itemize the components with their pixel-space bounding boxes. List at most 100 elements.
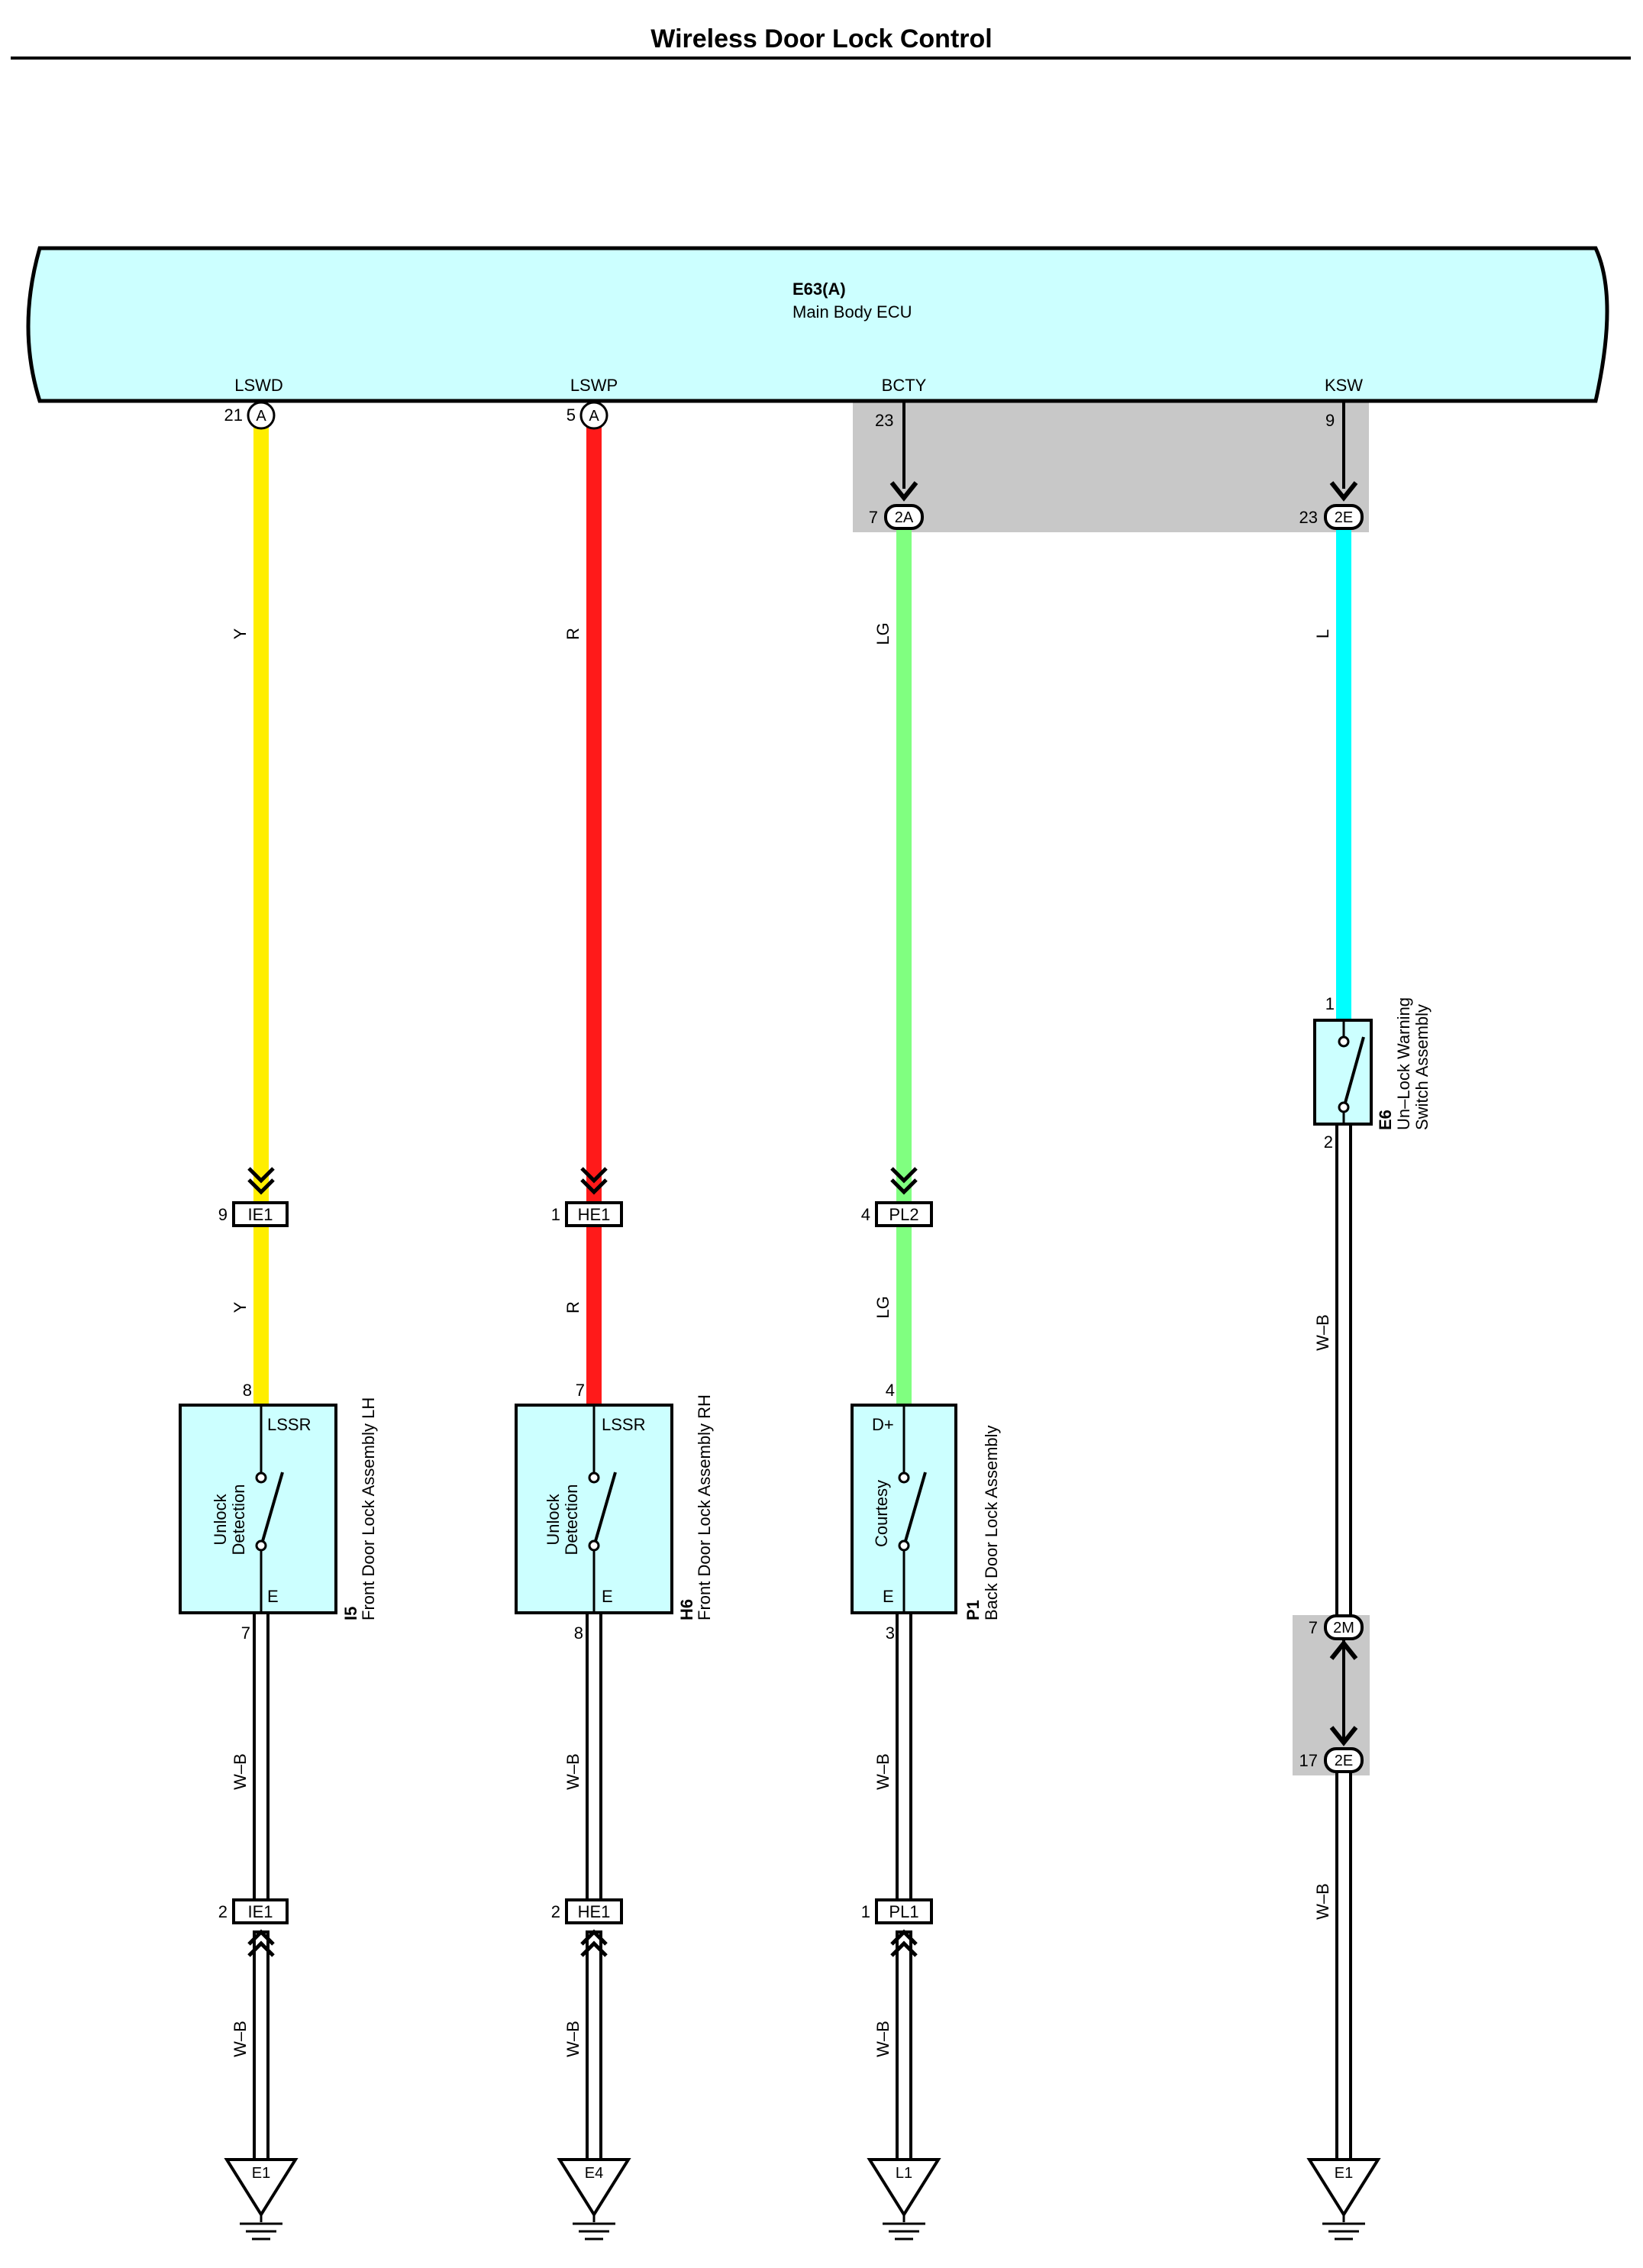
wire-r-lower xyxy=(586,1226,602,1405)
connector-chevrons-he1-bottom xyxy=(580,1929,608,1957)
wire-label-lg-top: LG xyxy=(873,622,893,645)
wire-label-wb2a: W–B xyxy=(563,1753,583,1790)
inline-connector-pl1-code: PL1 xyxy=(889,1902,918,1921)
ground-code-e1-b: E1 xyxy=(1335,2165,1353,2182)
component-h6-function-2: Detection xyxy=(562,1485,581,1556)
switch-blade-h6 xyxy=(594,1472,617,1542)
component-i5-top-terminal: LSSR xyxy=(267,1415,311,1434)
junction-block-top xyxy=(853,401,1369,532)
wire-y-upper xyxy=(253,424,269,1214)
pin-top-i5: 8 xyxy=(243,1381,252,1400)
terminal-lswd: LSWD xyxy=(234,376,283,395)
junction-connector-2a xyxy=(884,504,924,530)
pin-17-2e: 17 xyxy=(1299,1751,1318,1770)
pin-1-pl1: 1 xyxy=(861,1902,870,1921)
pin-top-p1: 4 xyxy=(886,1381,895,1400)
wire-label-wb4a: W–B xyxy=(1313,1314,1332,1351)
connector-chevrons-ie1 xyxy=(247,1167,275,1195)
inline-connector-pl1 xyxy=(875,1898,933,1924)
inline-connector-ie1-top-code: IE1 xyxy=(247,1205,273,1224)
wire-wb-4-lower xyxy=(1335,1770,1352,2163)
ground-code-l1: L1 xyxy=(896,2165,912,2182)
terminal-bcty: BCTY xyxy=(882,376,927,395)
switch-contact-p1-top xyxy=(898,1472,910,1484)
pin-7-2a: 7 xyxy=(869,508,878,527)
inline-connector-pl2 xyxy=(875,1201,933,1227)
pin-21: 21 xyxy=(224,405,243,425)
pin-2-he1: 2 xyxy=(551,1902,560,1921)
wire-wb-3-lower-a xyxy=(896,1611,912,1911)
inline-connector-ie1-top xyxy=(232,1201,289,1227)
junction-connector-2e-code: 2E xyxy=(1335,509,1353,526)
junction-connector-2e xyxy=(1324,504,1364,530)
switch-blade-i5 xyxy=(261,1472,284,1542)
switch-contact-p1-bottom xyxy=(898,1539,910,1552)
ground-triangle-e1-a xyxy=(224,2158,299,2218)
component-p1-bottom-terminal: E xyxy=(883,1587,894,1606)
pin-2-e6: 2 xyxy=(1324,1132,1333,1152)
pin-bottom-i5: 7 xyxy=(241,1623,250,1643)
ground-code-e1-a: E1 xyxy=(252,2165,270,2182)
junction-arrow-2e-bottom xyxy=(1329,1726,1358,1746)
wire-label-wb3b: W–B xyxy=(873,2021,893,2057)
junction-arrow-2e xyxy=(1329,481,1358,502)
junction-connector-2e-bottom-code: 2E xyxy=(1335,1753,1353,1769)
inline-connector-he1-bottom-code: HE1 xyxy=(578,1902,611,1921)
connector-chevrons-ie1-bottom xyxy=(247,1929,275,1957)
ground-symbol-3 xyxy=(883,2215,925,2241)
component-p1-function-1: Courtesy xyxy=(872,1480,891,1547)
pin-bottom-h6: 8 xyxy=(574,1623,583,1643)
switch-blade-p1 xyxy=(904,1472,927,1542)
wire-r-upper xyxy=(586,424,602,1214)
wire-label-y-mid: Y xyxy=(231,1301,250,1313)
switch-e6-name-2: Switch Assembly xyxy=(1412,1004,1432,1130)
junction-connector-2a-code: 2A xyxy=(895,509,914,526)
connector-chevrons-pl2 xyxy=(890,1167,918,1195)
pin-9-ksw: 9 xyxy=(1325,411,1335,430)
wire-label-wb4b: W–B xyxy=(1313,1883,1332,1920)
switch-contact-e6-bottom xyxy=(1338,1101,1350,1113)
component-i5-bottom-terminal: E xyxy=(267,1587,279,1606)
wire-wb-2-lower-b xyxy=(586,1930,602,2163)
pin-1-he1: 1 xyxy=(551,1205,560,1224)
component-h6-bottom-terminal: E xyxy=(602,1587,613,1606)
inline-connector-he1-top xyxy=(565,1201,623,1227)
inline-connector-he1-bottom xyxy=(565,1898,623,1924)
wire-wb-1-lower-b xyxy=(253,1930,270,2163)
component-p1-name: Back Door Lock Assembly xyxy=(982,1425,1001,1620)
inline-connector-ie1-bottom-code: IE1 xyxy=(247,1902,273,1921)
wire-wb-1-lower-a xyxy=(253,1611,270,1911)
component-i5-box xyxy=(179,1404,337,1614)
pin-5: 5 xyxy=(566,405,576,425)
switch-e6-code: E6 xyxy=(1376,1110,1395,1130)
pin-7-2m: 7 xyxy=(1309,1618,1318,1637)
component-i5-function-1: Unlock xyxy=(211,1493,230,1545)
ground-triangle-l1 xyxy=(867,2158,941,2218)
wire-lg-upper xyxy=(896,528,912,1214)
component-i5-code: I5 xyxy=(341,1607,360,1620)
ground-code-e4: E4 xyxy=(585,2165,603,2182)
pin-1-e6: 1 xyxy=(1325,994,1335,1013)
component-h6-top-terminal: LSSR xyxy=(602,1415,645,1434)
junction-arrow-2a xyxy=(889,481,918,502)
wire-label-lg-mid: LG xyxy=(873,1296,893,1318)
wire-label-wb1a: W–B xyxy=(231,1753,250,1790)
ground-symbol-2 xyxy=(573,2215,615,2241)
pin-9: 9 xyxy=(218,1205,228,1224)
pin-bottom-p1: 3 xyxy=(886,1623,895,1643)
switch-blade-e6 xyxy=(1344,1036,1365,1103)
wire-lg-lower xyxy=(896,1226,912,1405)
pin-connector-a-lswp xyxy=(579,401,608,430)
wire-label-wb1b: W–B xyxy=(231,2021,250,2057)
wire-label-r-top: R xyxy=(563,628,583,640)
connector-a-label-2: A xyxy=(589,408,599,425)
wire-wb-2-lower-a xyxy=(586,1611,602,1911)
connector-chevrons-pl1 xyxy=(890,1929,918,1957)
terminal-lswp: LSWP xyxy=(570,376,618,395)
ecu-box xyxy=(26,246,1609,403)
pin-top-h6: 7 xyxy=(576,1381,585,1400)
wire-wb-4-upper xyxy=(1335,1123,1352,1620)
ground-symbol-4 xyxy=(1322,2215,1365,2241)
switch-contact-i5-top xyxy=(255,1472,267,1484)
component-h6-function-1: Unlock xyxy=(544,1493,563,1545)
